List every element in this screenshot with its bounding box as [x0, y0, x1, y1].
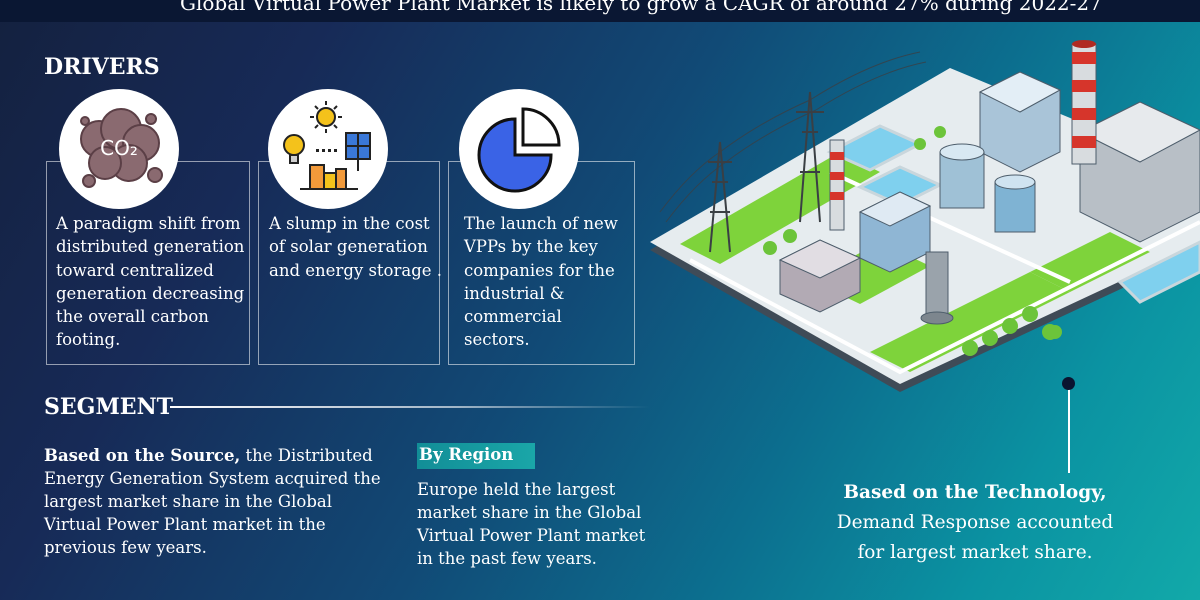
header-bar: Global Virtual Power Plant Market is lik… — [0, 0, 1200, 22]
pointer-dot — [1062, 377, 1075, 390]
pointer-line — [1068, 383, 1070, 473]
pie-chart-icon — [459, 89, 579, 209]
segment-source-text: the Distributed Energy Generation System… — [44, 446, 381, 557]
driver-text-3: The launch of new VPPs by the key compan… — [464, 214, 618, 350]
segment-divider — [170, 406, 650, 408]
solar-energy-icon — [268, 89, 388, 209]
technology-lead: Based on the Technology, — [843, 482, 1107, 503]
svg-text:CO₂: CO₂ — [100, 136, 138, 160]
power-plant-illustration — [650, 40, 1200, 392]
driver-text-2: A slump in the cost of solar generation … — [269, 214, 443, 280]
drivers-title: DRIVERS — [44, 54, 160, 80]
technology-line-3: for largest market share. — [857, 542, 1093, 563]
headline: Global Virtual Power Plant Market is lik… — [180, 0, 1102, 15]
segment-source-lead: Based on the Source, — [44, 446, 241, 465]
technology-line-2: Demand Response accounted — [836, 512, 1114, 533]
region-tag: By Region — [417, 443, 535, 469]
co2-cloud-icon: CO₂ — [59, 89, 179, 209]
segment-region-text: Europe held the largest market share in … — [417, 480, 646, 568]
segment-source: Based on the Source, the Distributed Ene… — [44, 444, 384, 559]
technology-callout: Based on the Technology, Demand Response… — [800, 478, 1150, 568]
driver-text-1: A paradigm shift from distributed genera… — [56, 214, 245, 350]
segment-title: SEGMENT — [44, 394, 174, 420]
